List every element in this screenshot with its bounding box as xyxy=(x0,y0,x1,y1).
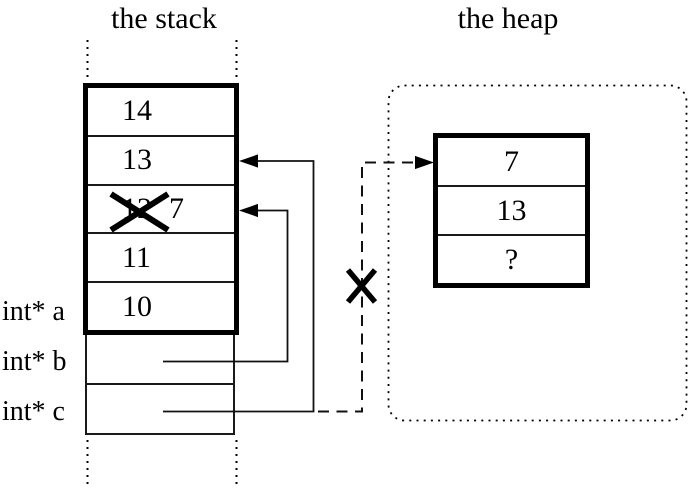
right-arrowhead-icon xyxy=(415,155,434,170)
heap-cell-value: 7 xyxy=(504,144,519,178)
stack-cell-11: 11 xyxy=(88,232,234,281)
stack-cell-13: 13 xyxy=(88,134,234,184)
pointer-label-a: int* a xyxy=(2,296,65,327)
stack-cell-value: 14 xyxy=(122,94,152,128)
heap-object-box: 7 13 ? xyxy=(433,133,590,288)
pointer-label-c: int* c xyxy=(2,396,65,427)
pointer-label-b: int* b xyxy=(2,346,67,377)
heap-title: the heap xyxy=(457,2,559,35)
heap-cell-value: 13 xyxy=(496,193,527,227)
stack-pointer-slots xyxy=(85,335,235,435)
invalidated-pointer-cross-icon xyxy=(345,268,378,304)
pointer-slot-c xyxy=(87,383,233,433)
stack-cell-new-value: 7 xyxy=(169,191,184,225)
dashed-arrow-to-heap xyxy=(318,161,414,413)
left-arrowhead-icon xyxy=(239,203,258,218)
stack-cell-old-value: 12 xyxy=(122,191,152,225)
stack-cell-14: 14 xyxy=(88,88,234,135)
heap-cell-7: 7 xyxy=(438,138,585,185)
stack-cell-crossed: 12 7 xyxy=(88,183,234,233)
pointer-slot-b xyxy=(87,335,233,383)
left-arrowhead-icon xyxy=(239,154,258,168)
stack-title: the stack xyxy=(111,2,217,35)
stack-cell-10: 10 xyxy=(88,281,234,330)
heap-cell-unknown: ? xyxy=(438,234,585,283)
stack-cell-value: 10 xyxy=(122,289,152,323)
stack-frame-box: 14 13 12 7 11 10 xyxy=(83,83,239,335)
stack-cell-value: 13 xyxy=(122,143,152,177)
heap-cell-value: ? xyxy=(504,242,519,276)
stack-cell-value: 11 xyxy=(122,240,151,274)
heap-cell-13: 13 xyxy=(438,185,585,234)
